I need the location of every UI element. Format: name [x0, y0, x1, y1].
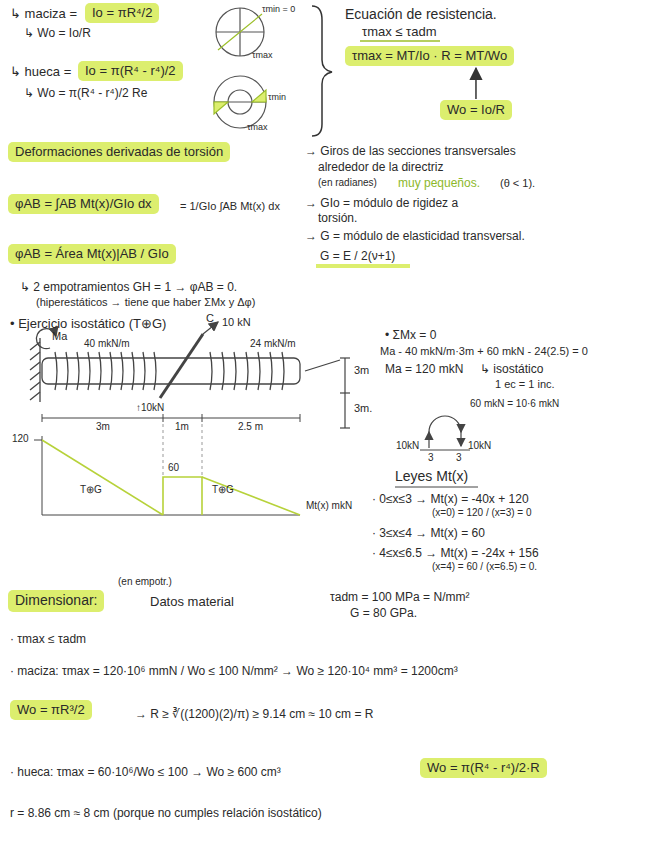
note-text: · 4≤x≤6.5 → Mt(x) = -24x + 156	[372, 546, 539, 560]
formula-text: φAB = ∫AB Mt(x)/GIo dx	[15, 196, 152, 211]
note-text: 10kN	[396, 440, 419, 452]
highlight-box: τmax = MT/Io · R = MT/Wo	[345, 46, 514, 66]
note-text: τmax ≤ τadm	[362, 24, 436, 40]
highlight-box: Wo = π(R⁴ - r⁴)/2·R	[420, 758, 547, 778]
formula-text: φAB = Área Mt(x)|AB / GIo	[15, 246, 169, 261]
note-text: τmin = 0	[262, 4, 295, 15]
note-text: τmax	[247, 122, 268, 133]
note-text: (en empotr.)	[118, 576, 172, 588]
note-text: • Ejercicio isostático (T⊕G)	[10, 316, 166, 332]
note-text: τadm = 100 MPa = N/mm²	[330, 590, 469, 604]
note-text: 10kN	[468, 440, 491, 452]
dimension-line	[42, 414, 300, 422]
note-text: (hiperestáticos → tiene que haber ΣMx y …	[36, 296, 255, 309]
formula-text: Io = π(R⁴ - r⁴)/2	[85, 63, 176, 78]
formula-text: Io = πR⁴/2	[92, 5, 152, 20]
formula-text: Wo = Io/R	[447, 102, 505, 117]
note-text: T⊕G	[80, 484, 102, 496]
note-text: → Giros de las secciones transversales	[305, 144, 516, 158]
highlight-box: Wo = Io/R	[440, 100, 512, 120]
note-text: (en radianes)	[318, 177, 377, 189]
note-text: T⊕G	[212, 484, 234, 496]
note-text: → R ≥ ∛((1200)(2)/π) ≥ 9.14 cm ≈ 10 cm =…	[135, 707, 373, 721]
highlight-box: Dimensionar:	[8, 590, 104, 612]
note-text: alrededor de la directriz	[318, 160, 443, 174]
note-text: 3	[456, 452, 462, 464]
note-text: τmax	[252, 50, 273, 61]
note-text: muy pequeños.	[398, 176, 480, 190]
highlight-box: Wo = πR³/2	[10, 700, 92, 720]
note-text: 3	[428, 452, 434, 464]
formula-text: Dimensionar:	[15, 592, 97, 608]
note-text: 1m	[175, 421, 189, 433]
note-text: 40 mkN/m	[84, 338, 130, 350]
solid-section	[216, 8, 264, 56]
highlight-box: φAB = ∫AB Mt(x)/GIo dx	[8, 194, 159, 214]
end-view	[305, 358, 350, 428]
underline	[395, 487, 478, 488]
note-text: C	[206, 312, 214, 325]
underline	[360, 40, 440, 42]
note-text: • ΣMx = 0	[385, 328, 436, 342]
note-text: · 3≤x≤4 → Mt(x) = 60	[372, 526, 485, 540]
note-text: · hueca: τmax = 60·10⁶/Wo ≤ 100 → Wo ≥ 6…	[10, 765, 281, 779]
torque-diagram	[34, 424, 300, 515]
note-text: · maciza: τmax = 120·10⁶ mmN / Wo ≤ 100 …	[10, 664, 458, 678]
note-text: Datos material	[150, 594, 234, 610]
beam-figure	[30, 322, 300, 402]
note-text: 2.5 m	[238, 421, 263, 433]
note-text: Ecuación de resistencia.	[345, 6, 497, 23]
brace	[312, 6, 332, 136]
highlight-box: Deformaciones derivadas de torsión	[8, 142, 230, 162]
note-text: r = 8.86 cm ≈ 8 cm (porque no cumples re…	[10, 806, 322, 820]
note-text: 120	[12, 433, 29, 445]
note-text: G = 80 GPa.	[350, 606, 417, 620]
note-text: 10 kN	[222, 316, 251, 329]
note-text: · τmax ≤ τadm	[10, 632, 86, 646]
note-text: → G = módulo de elasticidad transversal.	[305, 229, 525, 243]
highlight-box: Io = π(R⁴ - r⁴)/2	[78, 61, 183, 81]
note-text: ↳ isostático	[480, 362, 543, 376]
note-text: 3m.	[354, 402, 372, 415]
formula-text: Wo = πR³/2	[17, 702, 85, 717]
note-text: ↳ Wo = Io/R	[24, 26, 91, 40]
note-text: Ma	[52, 330, 67, 343]
note-text: Mt(x) mkN	[306, 500, 352, 512]
note-text: · 0≤x≤3 → Mt(x) = -40x + 120	[372, 492, 529, 506]
note-text: (θ < 1).	[500, 177, 535, 190]
note-text: ↳ maciza =	[10, 6, 77, 22]
highlight-box: φAB = Área Mt(x)|AB / GIo	[8, 244, 176, 264]
note-text: Ma - 40 mkN/m·3m + 60 mkN - 24(2.5) = 0	[380, 345, 588, 358]
note-text: 60	[168, 462, 179, 474]
note-text: = 1/GIo ∫AB Mt(x) dx	[180, 200, 280, 213]
note-text: ↑10kN	[136, 402, 164, 414]
highlight-box: Io = πR⁴/2	[85, 3, 159, 23]
note-text: 3m	[96, 421, 110, 433]
note-text: Ma = 120 mkN	[385, 362, 463, 376]
hollow-section	[214, 76, 266, 128]
note-text: Leyes Mt(x)	[395, 468, 468, 485]
note-text: 3m	[354, 364, 369, 377]
note-text: → GIo = módulo de rigidez a	[305, 196, 458, 210]
note-text: (x=0) = 120 / (x=3) = 0	[432, 507, 532, 519]
note-text: torsión.	[318, 211, 357, 225]
note-text: 60 mkN = 10·6 mkN	[470, 398, 559, 410]
note-text: τmin	[268, 92, 286, 103]
formula-text: Deformaciones derivadas de torsión	[15, 144, 223, 159]
couple-sketch	[420, 416, 470, 450]
note-text: ↳ Wo = π(R⁴ - r⁴)/2 Re	[24, 86, 147, 100]
note-text: 1 ec = 1 inc.	[495, 378, 555, 391]
formula-text: Wo = π(R⁴ - r⁴)/2·R	[427, 760, 540, 775]
arrow-connector	[475, 68, 477, 99]
note-text: 24 mkN/m	[250, 338, 296, 350]
note-text: G = E / 2(ν+1)	[320, 249, 395, 263]
note-text: ↳ 2 empotramientos GH = 1 → φAB = 0.	[20, 280, 237, 294]
note-text: ↳ hueca =	[10, 64, 71, 80]
formula-text: τmax = MT/Io · R = MT/Wo	[352, 48, 507, 63]
underline	[316, 264, 410, 268]
note-text: (x=4) = 60 / (x=6.5) = 0.	[432, 561, 537, 573]
